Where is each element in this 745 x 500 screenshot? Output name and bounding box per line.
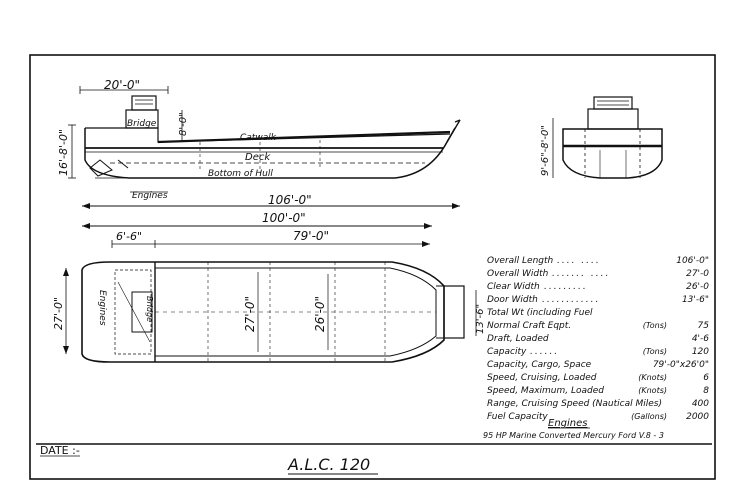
spec-row: Range, Cruising Speed (Nautical Miles) 40… [487,399,709,412]
engines-label: Engines [132,191,168,201]
spec-leader-dots: ......... [544,282,588,292]
plan-engines-label: Engines [97,290,107,326]
overall-length-dim: 106'-0" [268,193,312,207]
end-view [552,96,663,179]
spec-label: Capacity [487,347,527,357]
spec-row: Capacity...... (Tons) 120 [487,347,709,360]
spec-label: Speed, Cruising, Loaded [487,373,597,383]
spec-value: 400 [691,399,709,409]
date-label: DATE :- [40,444,80,457]
spec-row: Clear Width......... 26'-0 [487,282,709,295]
spec-label: Normal Craft Eqpt. [487,321,572,331]
bridge-label: Bridge [127,119,157,129]
spec-row: Door Width............ 13'-6" [487,295,709,308]
bridge-width-dim: 20'-0" [104,78,140,92]
catwalk-label: Catwalk [240,133,277,143]
drawing-border [29,54,716,480]
spec-row: Capacity, Cargo, Space 79'-0"x26'0" [487,360,709,373]
spec-unit: (Tons) [642,321,667,330]
spec-row: Overall Width....... .... 27'-0 [487,269,709,282]
end-height-dim: 9'-6"-8'-0" [540,125,551,176]
drawing-title: A.L.C. 120 [287,455,370,474]
engines-heading: Engines [548,418,587,429]
aft-width-dim: 6'-6" [116,230,142,243]
spec-value: 79'-0"x26'0" [652,360,709,370]
spec-leader-dots: ....... .... [552,269,611,279]
spec-row: Total Wt (including Fuel [487,308,709,321]
spec-value: 75 [697,321,709,331]
spec-value: 106'-0" [676,256,709,266]
spec-value: 120 [691,347,709,357]
deck-label: Deck [245,152,271,163]
spec-unit: (Gallons) [631,412,667,421]
waterline-length-dim: 100'-0" [262,211,306,225]
spec-label: Overall Width [487,269,549,279]
spec-label: Total Wt (including Fuel [487,308,593,318]
spec-unit: (Knots) [638,386,667,395]
bottom-of-hull-label: Bottom of Hull [208,169,273,179]
spec-unit: (Knots) [638,373,667,382]
spec-leader-dots: ...... [530,347,560,357]
spec-row: Fuel Capacity (Gallons) 2000 [487,412,709,425]
bridge-height-dim: 8'-0" [178,112,189,136]
cargo-length-dim: 79'-0" [293,229,329,243]
clear-width-dim: 26'-0" [313,296,327,332]
spec-value: 6 [703,373,709,383]
spec-label: Draft, Loaded [487,334,549,344]
plan-view [63,240,477,363]
spec-row: Draft, Loaded 4'-6 [487,334,709,347]
spec-value: 2000 [686,412,709,422]
spec-unit: (Tons) [642,347,667,356]
spec-label: Range, Cruising Speed (Nautical Miles) [487,399,662,409]
spec-label: Fuel Capacity [487,412,548,422]
spec-value: 4'-6 [691,334,709,344]
spec-row: Normal Craft Eqpt. (Tons) 75 [487,321,709,334]
spec-label: Door Width [487,295,538,305]
engines-description: 95 HP Marine Converted Mercury Ford V.8 … [483,431,664,440]
spec-label: Capacity, Cargo, Space [487,360,592,370]
spec-label: Clear Width [487,282,540,292]
beam-dim: 27'-0" [52,297,65,330]
side-height-dim: 16'-8'-0" [57,129,70,176]
plan-bridge-label: Bridge [145,296,154,322]
spec-row: Overall Length.... .... 106'-0" [487,256,709,269]
spec-row: Speed, Cruising, Loaded (Knots) 6 [487,373,709,386]
spec-leader-dots: ............ [542,295,601,305]
spec-label: Overall Length [487,256,554,266]
inner-beam-dim: 27'-0" [243,296,257,332]
spec-value: 27'-0 [686,269,709,279]
profile-view [68,86,461,229]
spec-value: 8 [703,386,709,396]
spec-value: 13'-6" [681,295,709,305]
spec-value: 26'-0 [686,282,709,292]
spec-leader-dots: .... .... [557,256,601,266]
spec-label: Speed, Maximum, Loaded [487,386,604,396]
door-width-dim: 13'-6" [475,304,486,334]
spec-row: Speed, Maximum, Loaded (Knots) 8 [487,386,709,399]
